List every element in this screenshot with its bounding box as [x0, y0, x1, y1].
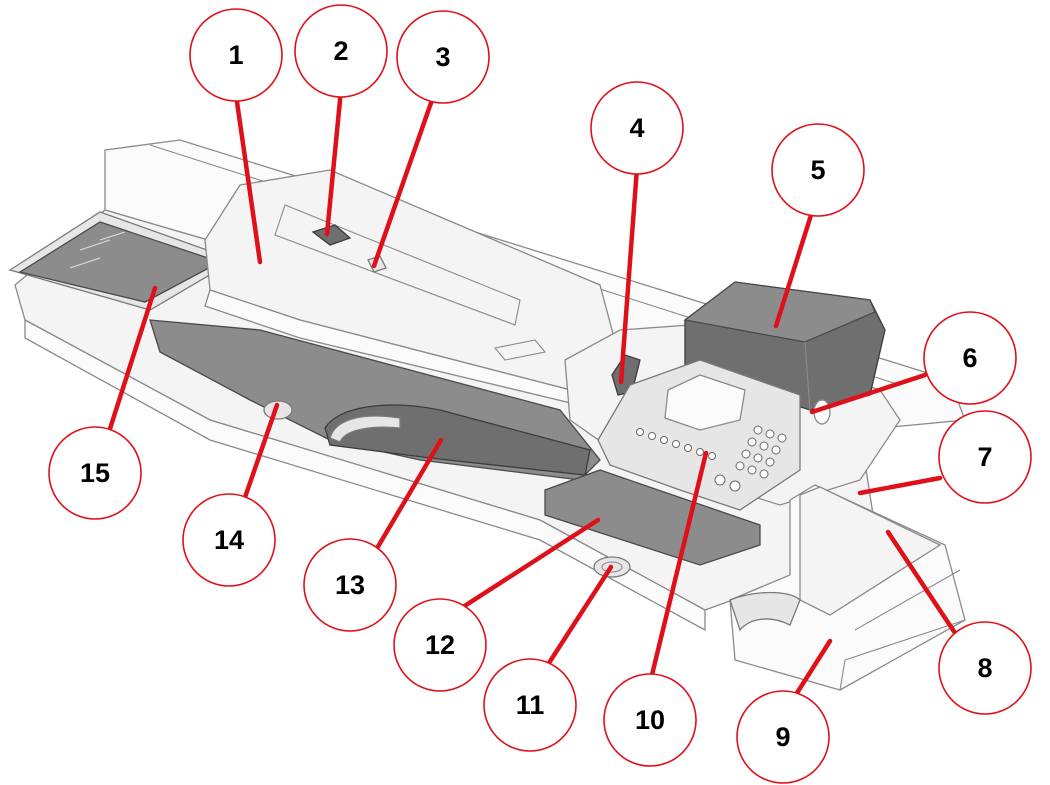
front-lever: [263, 400, 293, 420]
callout-15: 15: [48, 426, 142, 520]
callout-1: 1: [189, 8, 283, 102]
callout-5: 5: [771, 123, 865, 217]
leader-14: [239, 402, 280, 509]
leader-11: [544, 564, 614, 669]
callout-5-label: 5: [810, 155, 825, 185]
leader-15: [105, 285, 158, 438]
callout-1-label: 1: [228, 40, 243, 70]
callout-9-label: 9: [775, 722, 790, 752]
leader-4: [618, 165, 640, 385]
callout-10: 10: [603, 673, 697, 767]
keypad: [636, 425, 787, 492]
leader-13: [373, 437, 444, 553]
callout-13: 13: [303, 538, 397, 632]
leader-3: [371, 97, 435, 269]
callout-13-label: 13: [335, 570, 365, 600]
leader-6: [809, 372, 928, 415]
callout-12: 12: [393, 598, 487, 692]
callouts: 1 2 3 4 5 6 7 8: [48, 4, 1032, 784]
callout-9: 9: [736, 690, 830, 784]
callout-11: 11: [483, 658, 577, 752]
callout-14: 14: [182, 493, 276, 587]
leader-8: [885, 529, 958, 636]
leader-5: [773, 209, 815, 329]
callout-14-label: 14: [214, 525, 244, 555]
callout-8: 8: [938, 621, 1032, 715]
callout-8-label: 8: [977, 653, 992, 683]
callout-7: 7: [938, 410, 1032, 504]
callout-3-label: 3: [435, 42, 450, 72]
callout-6-label: 6: [962, 343, 977, 373]
callout-3: 3: [396, 10, 490, 104]
leader-1: [233, 92, 263, 265]
callout-12-label: 12: [425, 630, 455, 660]
callout-2-label: 2: [333, 36, 348, 66]
callout-7-label: 7: [977, 442, 992, 472]
callout-4-label: 4: [629, 113, 644, 143]
leader-2: [324, 87, 344, 237]
leader-lines: [105, 87, 958, 707]
callout-4: 4: [590, 81, 684, 175]
display-screen: [664, 374, 746, 431]
leader-10: [647, 450, 709, 686]
callout-10-label: 10: [635, 705, 665, 735]
callout-6: 6: [923, 311, 1017, 405]
leader-7: [857, 475, 943, 496]
callout-11-label: 11: [516, 690, 545, 720]
front-feed-tray: [544, 469, 761, 566]
callout-2: 2: [294, 4, 388, 98]
leader-12: [460, 517, 601, 610]
callout-15-label: 15: [80, 458, 110, 488]
mailing-machine-illustration: [8, 139, 966, 691]
